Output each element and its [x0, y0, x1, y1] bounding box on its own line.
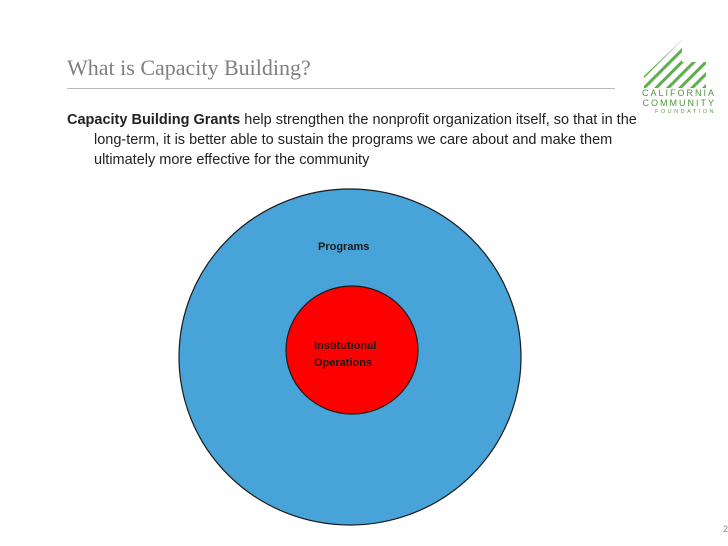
programs-label: Programs	[318, 241, 370, 253]
body-bold-lead: Capacity Building Grants	[67, 112, 241, 128]
operations-label: Operations	[314, 357, 373, 369]
title-divider	[67, 88, 615, 89]
page-number: 2	[722, 524, 728, 534]
institutional-label: Institutional	[314, 340, 377, 352]
logo-line-community: COMMUNITY	[642, 98, 716, 108]
logo-line-foundation: FOUNDATION	[655, 109, 716, 115]
institutional-operations-circle	[285, 285, 419, 415]
slide-title: What is Capacity Building?	[67, 55, 311, 80]
body-paragraph: Capacity Building Grants help strengthen…	[67, 110, 664, 170]
logo-wordmark: CALIFORNIA COMMUNITY FOUNDATION	[620, 88, 716, 117]
logo-line-california: CALIFORNIA	[641, 88, 716, 98]
ccf-striped-logo-icon	[644, 40, 706, 88]
body-text-rest: help strengthen the nonprofit organizati…	[94, 112, 637, 168]
